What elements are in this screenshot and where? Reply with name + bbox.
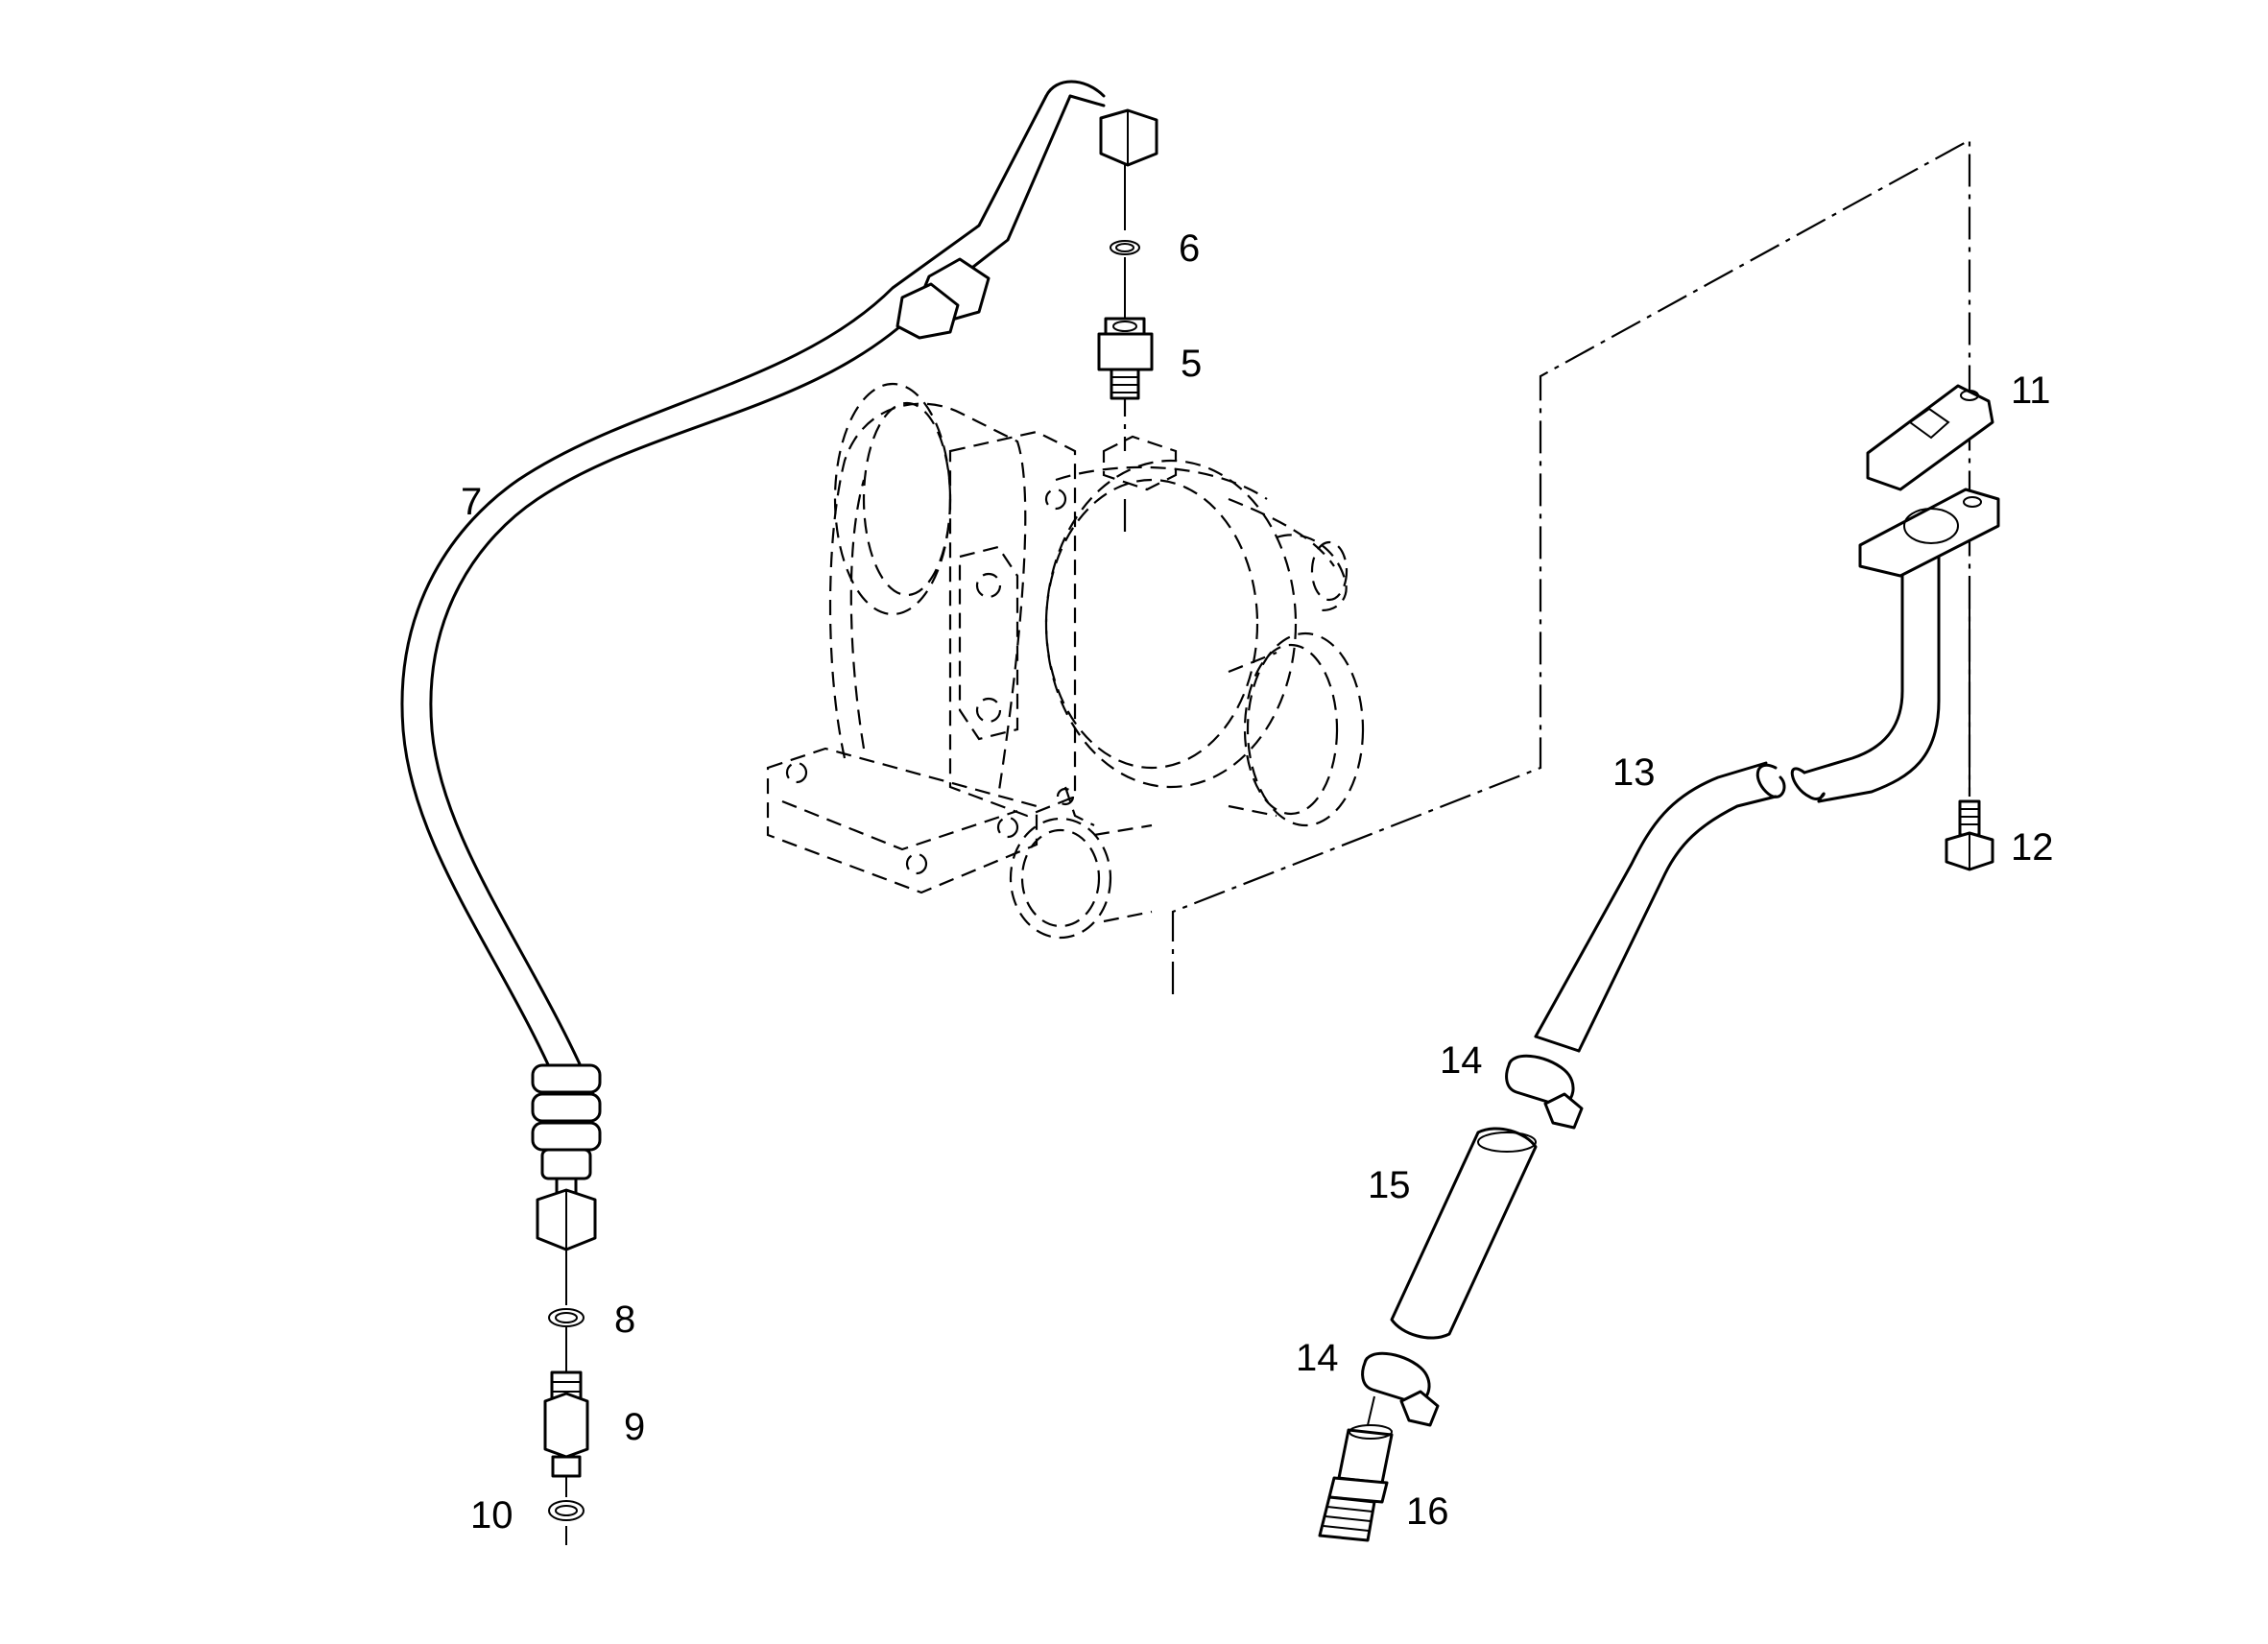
callout-14-upper: 14 xyxy=(1440,1039,1483,1082)
hose-clamp-group xyxy=(1318,1054,1584,1542)
callout-10: 10 xyxy=(470,1494,513,1537)
callout-8: 8 xyxy=(614,1299,635,1341)
callout-9: 9 xyxy=(624,1406,645,1448)
callout-15: 15 xyxy=(1368,1164,1411,1206)
upper-fitting-group xyxy=(1097,165,1154,400)
lower-fitting-group xyxy=(543,1250,589,1545)
lower-oring-10 xyxy=(548,1500,585,1521)
return-pipe-group xyxy=(1534,384,2000,1053)
hose-15 xyxy=(1390,1127,1538,1340)
lower-oring-8 xyxy=(548,1308,585,1327)
turbocharger-phantom xyxy=(766,382,1365,940)
callout-6: 6 xyxy=(1179,227,1200,270)
return-flange xyxy=(1858,488,2000,578)
callout-12: 12 xyxy=(2011,826,2054,869)
callout-labels: 6 5 7 11 12 13 14 15 8 9 14 10 16 xyxy=(461,227,2054,1537)
callout-5: 5 xyxy=(1181,343,1202,385)
clamp-14-upper xyxy=(1505,1054,1575,1108)
callout-13: 13 xyxy=(1612,751,1656,794)
oil-feed-line xyxy=(400,80,1158,1251)
upper-oring-6 xyxy=(1110,240,1140,255)
callout-14-lower: 14 xyxy=(1296,1337,1339,1379)
callout-11: 11 xyxy=(2011,369,2051,412)
center-lines xyxy=(1123,138,1971,994)
callout-7: 7 xyxy=(461,481,482,523)
clamp-14-lower xyxy=(1361,1351,1431,1405)
lower-fitting-9 xyxy=(543,1392,589,1459)
callout-16: 16 xyxy=(1406,1490,1449,1533)
upper-fitting-5 xyxy=(1097,332,1154,371)
